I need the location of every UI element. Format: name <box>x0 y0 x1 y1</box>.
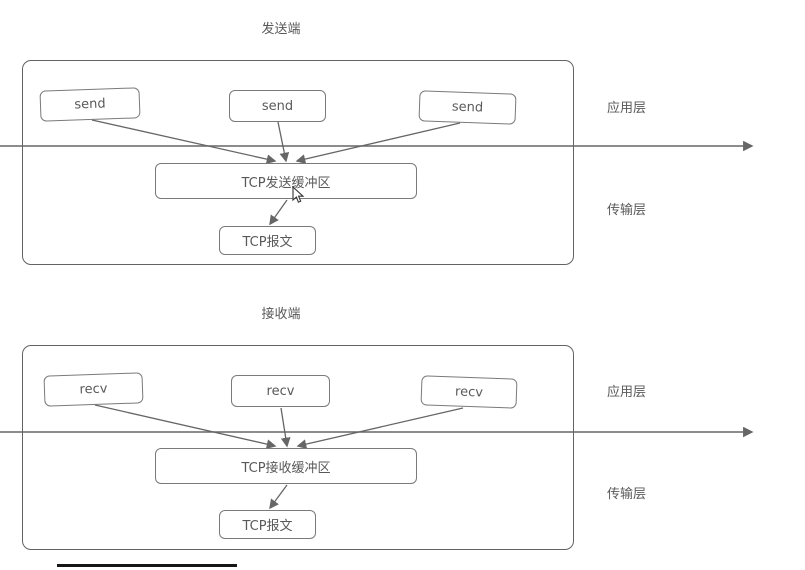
receiver-app-layer-label: 应用层 <box>607 385 647 400</box>
tcp-packet-box-receiver: TCP报文 <box>219 510 316 539</box>
bottom-edge-line <box>57 564 237 567</box>
recv-box-3: recv <box>420 375 518 409</box>
receiver-transport-layer-label: 传输层 <box>607 487 647 502</box>
receiver-outer-box <box>22 345 574 550</box>
sender-outer-box <box>22 60 574 265</box>
send-box-1: send <box>39 87 141 122</box>
tcp-send-buffer-box: TCP发送缓冲区 <box>155 163 417 199</box>
recv-box-2: recv <box>231 375 330 407</box>
tcp-recv-buffer-box: TCP接收缓冲区 <box>155 448 417 484</box>
send-box-3: send <box>418 90 517 125</box>
sender-transport-layer-label: 传输层 <box>607 203 647 218</box>
sender-app-layer-label: 应用层 <box>607 101 647 116</box>
tcp-packet-box-sender: TCP报文 <box>219 226 316 255</box>
send-box-2: send <box>229 90 326 122</box>
receiver-title: 接收端 <box>261 307 301 322</box>
recv-box-1: recv <box>43 372 144 407</box>
sender-title: 发送端 <box>261 22 301 37</box>
